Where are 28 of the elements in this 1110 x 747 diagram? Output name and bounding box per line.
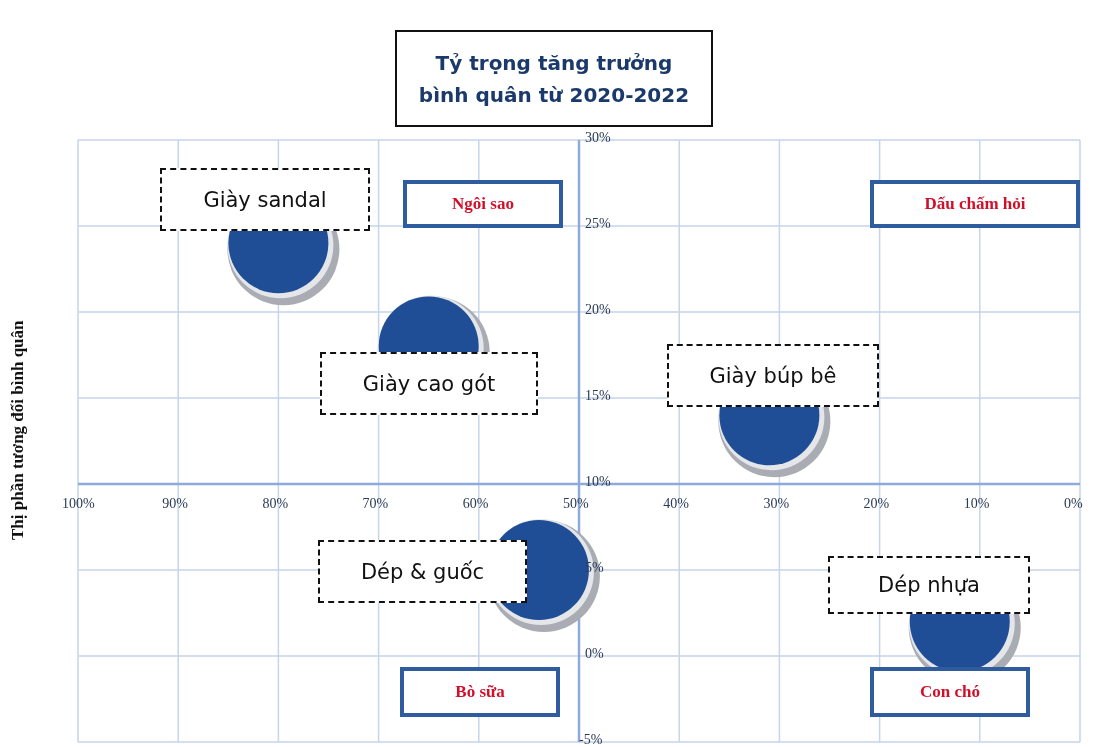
x-tick-label: 80% — [262, 496, 289, 512]
quadrant-label-box: Ngôi sao — [403, 180, 563, 228]
x-tick-label: 0% — [1064, 496, 1083, 512]
x-tick-label: 40% — [663, 496, 689, 512]
y-tick-label: 30% — [585, 130, 611, 146]
quadrant-label-box: Bò sữa — [400, 667, 560, 717]
x-tick-label: 100% — [62, 496, 95, 512]
y-tick-label: 25% — [585, 216, 611, 232]
x-tick-label: 90% — [162, 496, 188, 512]
y-tick-label: 20% — [585, 302, 611, 318]
x-tick-label: 30% — [763, 496, 790, 512]
y-tick-label: 10% — [585, 474, 611, 490]
data-label: Giày búp bê — [667, 344, 879, 407]
quadrant-label-box: Dấu chấm hỏi — [870, 180, 1080, 228]
x-tick-label: 50% — [563, 496, 589, 512]
x-tick-label: 60% — [462, 496, 489, 512]
quadrant-label-box: Con chó — [870, 667, 1030, 717]
x-tick-label: 70% — [362, 496, 389, 512]
y-tick-label: 15% — [585, 388, 611, 404]
chart-title-box: Tỷ trọng tăng trưởng bình quân từ 2020-2022 — [395, 30, 713, 127]
x-tick-label: 20% — [863, 496, 890, 512]
data-label: Dép nhựa — [828, 556, 1030, 614]
data-label: Giày cao gót — [320, 352, 538, 415]
data-label: Dép & guốc — [318, 540, 527, 603]
data-label: Giày sandal — [160, 168, 370, 231]
y-tick-label: -5% — [579, 732, 603, 747]
x-tick-label: 10% — [963, 496, 990, 512]
y-tick-label: 0% — [585, 646, 604, 662]
